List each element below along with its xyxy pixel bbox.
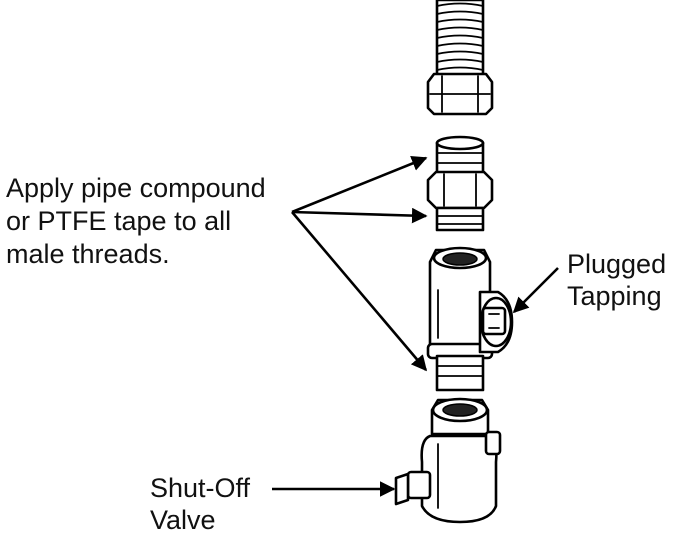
valve-line-2: Valve bbox=[150, 505, 216, 535]
apply-line-2: or PTFE tape to all bbox=[6, 206, 232, 236]
apply-compound-label: Apply pipe compound or PTFE tape to all … bbox=[6, 172, 266, 271]
valve-handle bbox=[394, 470, 432, 506]
hose-nut bbox=[426, 72, 494, 116]
shut-off-valve-label: Shut-Off Valve bbox=[150, 472, 250, 536]
arrow-to-plugged-tapping bbox=[512, 267, 559, 314]
tee-fitting bbox=[426, 246, 514, 392]
arrow-to-adaptor-lower-thread bbox=[291, 207, 428, 224]
leader-arrows bbox=[272, 156, 559, 497]
shut-off-valve-body bbox=[394, 397, 502, 524]
side-outlet bbox=[478, 290, 514, 354]
valve-line-1: Shut-Off bbox=[150, 473, 251, 503]
tapping-plug bbox=[481, 306, 507, 336]
arrow-to-tee-thread bbox=[291, 211, 428, 372]
plugged-tapping-label: Plugged Tapping bbox=[567, 248, 666, 312]
arrow-to-adaptor-thread bbox=[291, 156, 428, 214]
flexible-hose bbox=[426, 0, 494, 116]
hose-corrugations bbox=[436, 2, 484, 71]
apply-line-3: male threads. bbox=[6, 239, 170, 269]
plugged-line-2: Tapping bbox=[567, 281, 662, 311]
plugged-line-1: Plugged bbox=[567, 249, 667, 279]
apply-line-1: Apply pipe compound bbox=[6, 173, 266, 203]
threaded-adaptor bbox=[426, 135, 494, 232]
